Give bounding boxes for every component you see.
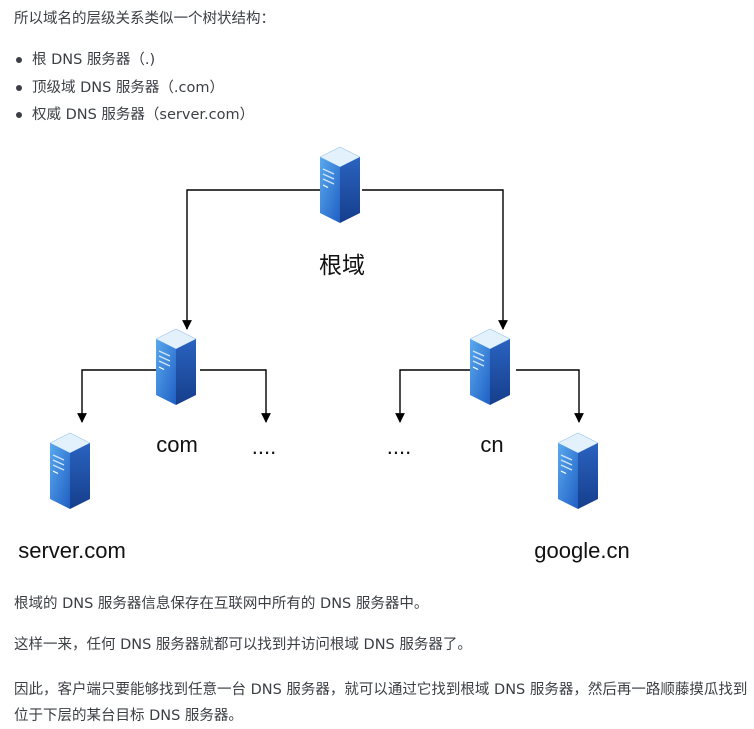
- cn-to-google-arrow: [516, 369, 584, 423]
- cn-label: cn: [480, 432, 503, 457]
- google-cn-label: google.cn: [534, 538, 629, 563]
- server-com-label: server.com: [18, 538, 126, 563]
- com-more-label: ....: [252, 434, 276, 459]
- intro-text: 所以域名的层级关系类似一个树状结构：: [14, 11, 275, 27]
- dns-tree-diagram: 根域 com .... .... cn server.com google.cn: [18, 146, 630, 563]
- list-item-root: 根 DNS 服务器（.): [14, 49, 254, 77]
- list-item-tld: 顶级域 DNS 服务器（.com）: [14, 77, 254, 105]
- com-label: com: [156, 432, 198, 457]
- paragraph-client-lookup: 因此，客户端只要能够找到任意一台 DNS 服务器，就可以通过它找到根域 DNS …: [14, 682, 748, 724]
- dns-level-list: 根 DNS 服务器（.) 顶级域 DNS 服务器（.com） 权威 DNS 服务…: [14, 49, 254, 132]
- server-com-server-icon: [49, 432, 91, 510]
- com-server-icon: [155, 328, 197, 406]
- root-domain-label: 根域: [319, 252, 365, 278]
- list-item-authoritative: 权威 DNS 服务器（server.com）: [14, 104, 254, 132]
- cn-more-label: ....: [387, 434, 411, 459]
- com-to-server-arrow: [77, 369, 156, 423]
- connector-lines: [77, 189, 584, 423]
- google-cn-server-icon: [557, 432, 599, 510]
- cn-server-icon: [469, 328, 511, 406]
- root-server-icon: [319, 146, 361, 224]
- paragraph-access-root: 这样一来，任何 DNS 服务器就都可以找到并访问根域 DNS 服务器了。: [14, 637, 472, 653]
- paragraph-root-info: 根域的 DNS 服务器信息保存在互联网中所有的 DNS 服务器中。: [14, 596, 429, 612]
- com-to-more-arrow: [200, 369, 271, 423]
- cn-to-more-arrow: [395, 369, 470, 423]
- root-to-com-arrow: [182, 189, 320, 330]
- root-to-cn-arrow: [362, 189, 508, 330]
